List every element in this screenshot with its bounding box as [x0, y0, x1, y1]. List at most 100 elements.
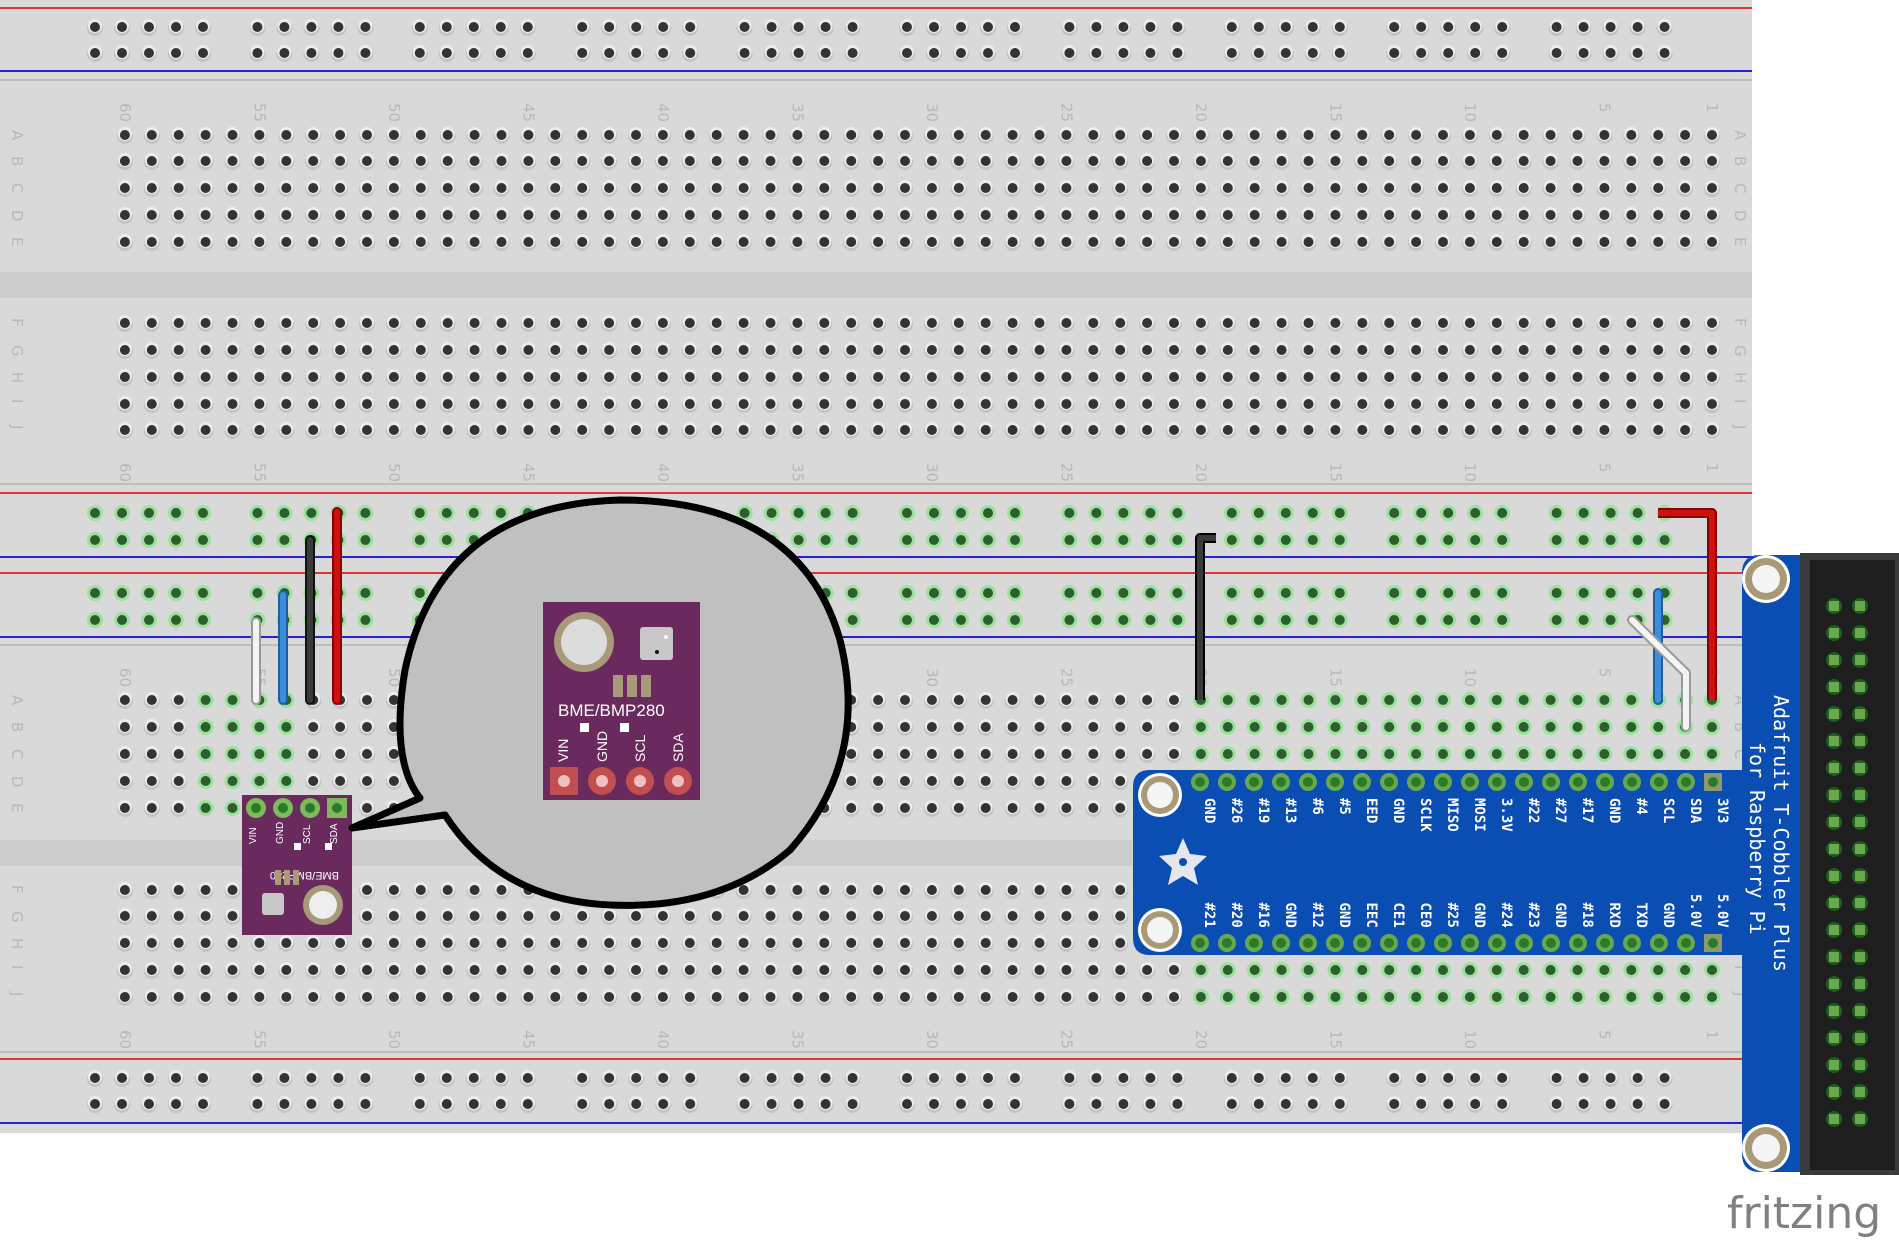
breadboard-hole[interactable]: [870, 692, 887, 709]
breadboard-hole[interactable]: [357, 532, 374, 548]
breadboard-hole[interactable]: [168, 505, 184, 521]
breadboard-hole[interactable]: [1273, 369, 1290, 386]
breadboard-hole[interactable]: [574, 127, 591, 144]
breadboard-hole[interactable]: [1031, 180, 1048, 197]
breadboard-hole[interactable]: [574, 234, 591, 251]
breadboard-hole[interactable]: [977, 935, 994, 952]
breadboard-hole[interactable]: [1250, 19, 1267, 36]
breadboard-hole[interactable]: [1413, 1096, 1430, 1113]
breadboard-hole[interactable]: [923, 908, 940, 925]
breadboard-hole[interactable]: [1461, 692, 1478, 708]
breadboard-hole[interactable]: [950, 127, 967, 144]
breadboard-hole[interactable]: [816, 935, 833, 952]
breadboard-hole[interactable]: [1112, 315, 1129, 332]
breadboard-hole[interactable]: [1413, 505, 1430, 521]
breadboard-hole[interactable]: [789, 315, 806, 332]
breadboard-hole[interactable]: [303, 505, 320, 521]
breadboard-hole[interactable]: [628, 342, 644, 359]
breadboard-hole[interactable]: [708, 180, 725, 197]
breadboard-hole[interactable]: [1677, 342, 1694, 359]
breadboard-hole[interactable]: [1354, 315, 1371, 332]
breadboard-hole[interactable]: [897, 800, 913, 817]
breadboard-hole[interactable]: [1596, 962, 1613, 978]
breadboard-hole[interactable]: [1381, 234, 1398, 251]
breadboard-hole[interactable]: [681, 234, 698, 251]
breadboard-hole[interactable]: [926, 505, 942, 521]
breadboard-hole[interactable]: [977, 692, 994, 709]
breadboard-hole[interactable]: [1112, 908, 1129, 925]
breadboard-hole[interactable]: [278, 207, 295, 224]
breadboard-hole[interactable]: [1142, 612, 1159, 628]
breadboard-hole[interactable]: [628, 962, 644, 979]
breadboard-hole[interactable]: [493, 882, 510, 899]
breadboard-hole[interactable]: [224, 234, 241, 251]
breadboard-hole[interactable]: [411, 45, 428, 62]
breadboard-hole[interactable]: [735, 369, 752, 386]
breadboard-hole[interactable]: [1623, 315, 1640, 332]
breadboard-hole[interactable]: [332, 153, 349, 170]
breadboard-hole[interactable]: [762, 422, 779, 439]
breadboard-hole[interactable]: [1246, 234, 1263, 251]
breadboard-hole[interactable]: [655, 1070, 672, 1087]
breadboard-hole[interactable]: [1112, 396, 1129, 413]
breadboard-hole[interactable]: [601, 180, 618, 197]
breadboard-hole[interactable]: [1704, 962, 1720, 978]
breadboard-hole[interactable]: [1494, 1096, 1511, 1113]
breadboard-hole[interactable]: [897, 127, 913, 144]
breadboard-hole[interactable]: [1435, 746, 1451, 762]
breadboard-hole[interactable]: [1300, 396, 1317, 413]
breadboard-hole[interactable]: [465, 1070, 482, 1087]
breadboard-hole[interactable]: [412, 935, 429, 952]
breadboard-hole[interactable]: [520, 207, 537, 224]
breadboard-hole[interactable]: [1488, 692, 1505, 708]
breadboard-hole[interactable]: [1704, 989, 1720, 1005]
breadboard-hole[interactable]: [1575, 1070, 1592, 1087]
breadboard-hole[interactable]: [1058, 422, 1075, 439]
breadboard-hole[interactable]: [950, 773, 967, 790]
breadboard-hole[interactable]: [1381, 153, 1398, 170]
breadboard-hole[interactable]: [1596, 153, 1613, 170]
breadboard-hole[interactable]: [520, 962, 537, 979]
breadboard-hole[interactable]: [1440, 45, 1457, 62]
breadboard-hole[interactable]: [1088, 19, 1105, 36]
breadboard-hole[interactable]: [1461, 207, 1478, 224]
breadboard-hole[interactable]: [1004, 127, 1021, 144]
breadboard-hole[interactable]: [278, 315, 295, 332]
breadboard-hole[interactable]: [1277, 1070, 1294, 1087]
breadboard-hole[interactable]: [1058, 207, 1075, 224]
breadboard-hole[interactable]: [1548, 1070, 1565, 1087]
breadboard-hole[interactable]: [980, 532, 996, 548]
breadboard-hole[interactable]: [305, 962, 322, 979]
breadboard-hole[interactable]: [411, 1070, 428, 1087]
breadboard-hole[interactable]: [143, 989, 160, 1006]
breadboard-hole[interactable]: [977, 396, 994, 413]
breadboard-hole[interactable]: [305, 153, 322, 170]
breadboard-hole[interactable]: [1515, 962, 1532, 978]
breadboard-hole[interactable]: [899, 1096, 915, 1113]
breadboard-hole[interactable]: [1575, 1096, 1592, 1113]
breadboard-hole[interactable]: [1169, 1070, 1186, 1087]
breadboard-hole[interactable]: [143, 962, 160, 979]
breadboard-hole[interactable]: [168, 1096, 184, 1113]
breadboard-hole[interactable]: [1139, 396, 1156, 413]
breadboard-hole[interactable]: [1085, 962, 1102, 979]
breadboard-hole[interactable]: [926, 1096, 942, 1113]
breadboard-hole[interactable]: [897, 153, 913, 170]
breadboard-hole[interactable]: [1650, 746, 1667, 762]
breadboard-hole[interactable]: [1169, 585, 1186, 601]
breadboard-hole[interactable]: [520, 396, 537, 413]
breadboard-hole[interactable]: [1139, 234, 1156, 251]
breadboard-hole[interactable]: [817, 45, 834, 62]
breadboard-hole[interactable]: [1494, 505, 1511, 521]
breadboard-hole[interactable]: [439, 882, 456, 899]
breadboard-hole[interactable]: [1169, 1096, 1186, 1113]
breadboard-hole[interactable]: [1085, 908, 1102, 925]
breadboard-hole[interactable]: [655, 19, 672, 36]
breadboard-hole[interactable]: [574, 422, 591, 439]
breadboard-hole[interactable]: [763, 1096, 780, 1113]
breadboard-hole[interactable]: [1548, 19, 1565, 36]
breadboard-hole[interactable]: [1386, 585, 1403, 601]
breadboard-hole[interactable]: [1602, 585, 1619, 601]
breadboard-hole[interactable]: [519, 45, 536, 62]
breadboard-hole[interactable]: [1058, 153, 1075, 170]
